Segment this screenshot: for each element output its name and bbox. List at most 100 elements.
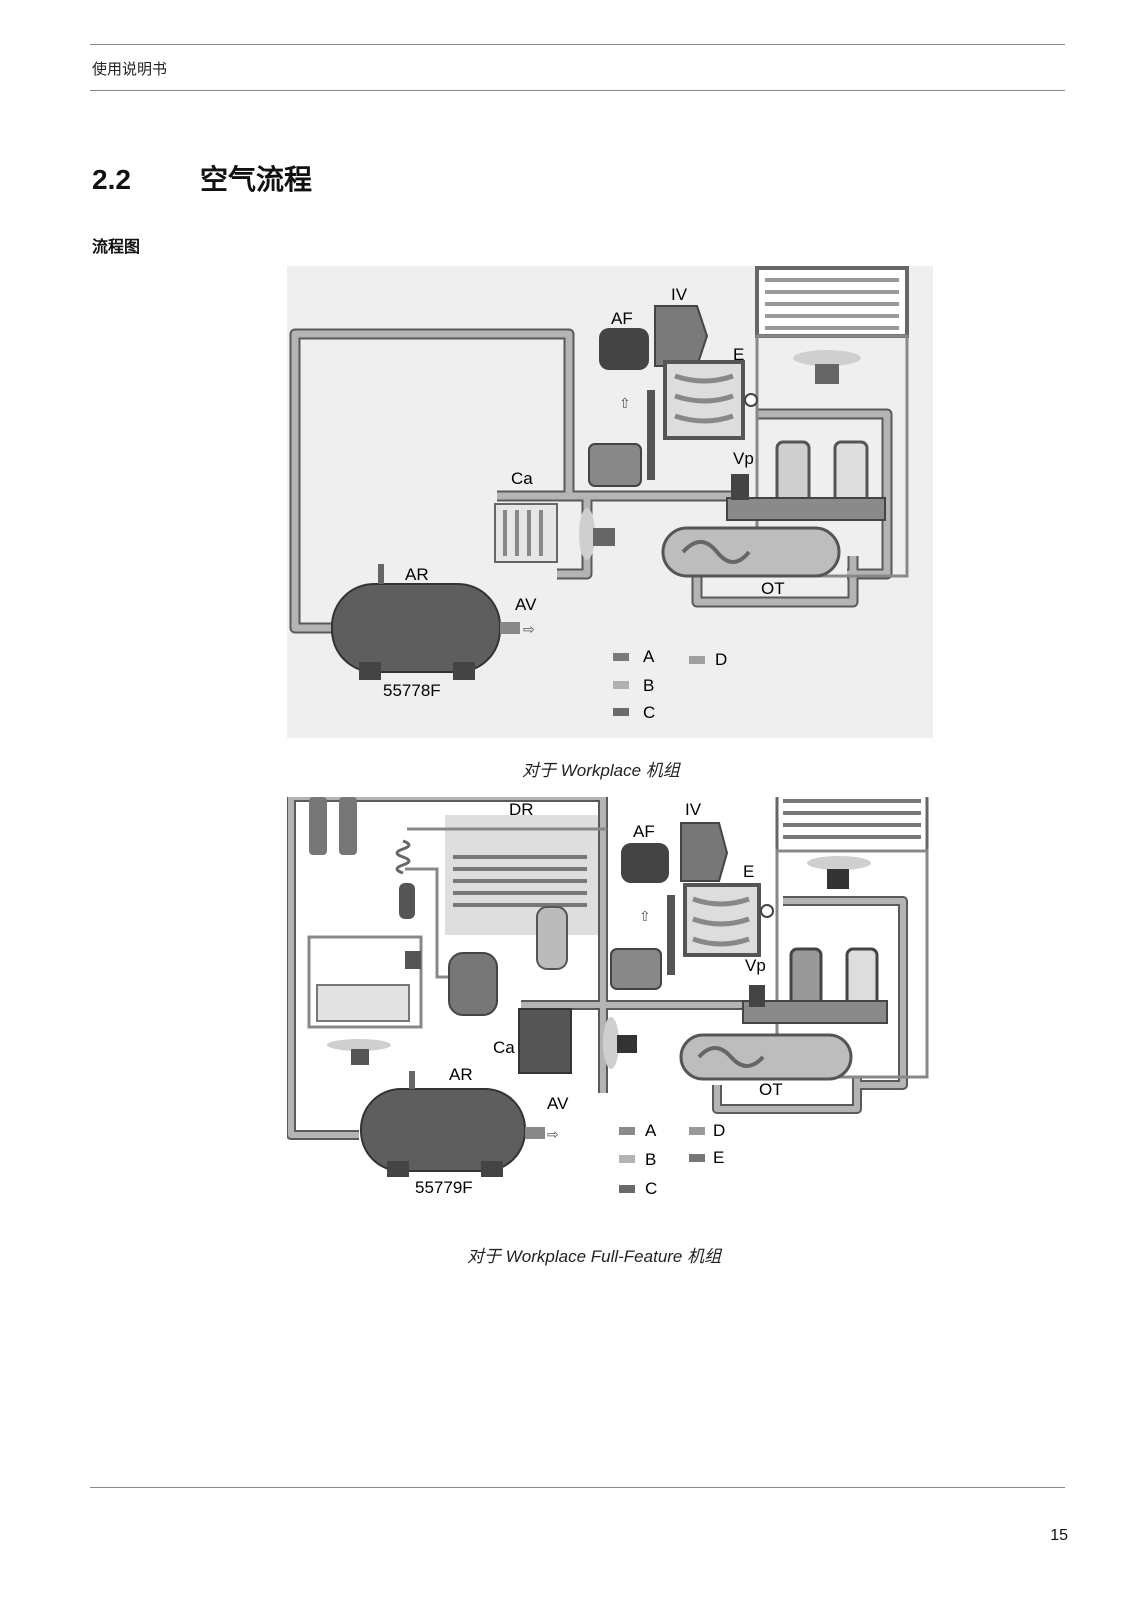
air-outlet-valve-icon <box>525 1127 545 1139</box>
label-ca: Ca <box>493 1038 515 1057</box>
belt-drive-icon <box>667 895 675 975</box>
legend-swatch-b <box>619 1155 635 1163</box>
safety-valve-icon <box>378 564 384 584</box>
tank-foot <box>453 662 475 680</box>
separator-element-icon <box>789 947 823 1007</box>
label-dr: DR <box>509 800 534 819</box>
tank-foot <box>359 662 381 680</box>
flow-diagram-workplace: ⇨ ⇧ AF IV E Vp Ca AR AV OT 55778F A B C … <box>289 266 909 722</box>
flow-diagram-workplace-full-feature: ⇨ ⇧ DR AF IV E Vp Ca AR AV OT 55779F A B… <box>287 797 929 1198</box>
aftercooler-icon <box>518 1008 572 1074</box>
outlet-arrow-icon: ⇨ <box>523 621 535 637</box>
legend-swatch-d <box>689 656 705 664</box>
figure-workplace-full-feature: ⇨ ⇧ DR AF IV E Vp Ca AR AV OT 55779F A B… <box>287 797 959 1227</box>
manual-title: 使用说明书 <box>92 61 168 78</box>
legend-label-d: D <box>713 1121 725 1140</box>
line-filter-icon <box>339 797 357 855</box>
dryer-heat-exchanger <box>453 855 587 907</box>
legend-swatch-b <box>613 681 629 689</box>
legend-label-d: D <box>715 650 727 669</box>
air-filter-icon <box>599 328 649 370</box>
subheading: 流程图 <box>92 239 141 256</box>
figure-workplace: ⇨ ⇧ AF IV E Vp Ca AR AV OT 55778F A B C … <box>287 266 933 738</box>
fan-motor-icon <box>815 364 839 384</box>
separator-manifold <box>742 1000 888 1024</box>
legend-swatch-c <box>619 1185 635 1193</box>
oil-tank-icon <box>679 1033 853 1081</box>
legend-swatch-c <box>613 708 629 716</box>
fan-icon <box>807 856 871 870</box>
label-vp: Vp <box>745 956 766 975</box>
temperature-sensor-icon <box>760 904 774 918</box>
fan-icon <box>793 350 861 366</box>
section-title: 空气流程 <box>200 164 313 195</box>
cooler-fan-icon <box>579 508 595 560</box>
legend: A B C D E <box>619 1121 725 1198</box>
header-rule-top <box>90 44 1065 45</box>
legend-label-c: C <box>645 1179 657 1198</box>
label-af: AF <box>611 309 633 328</box>
label-ot: OT <box>759 1080 783 1099</box>
legend-swatch-a <box>619 1127 635 1135</box>
drawing-number: 55778F <box>383 681 441 700</box>
condensate-separator-icon <box>536 906 568 970</box>
drawing-number: 55779F <box>415 1178 473 1197</box>
separator-manifold <box>726 497 886 521</box>
label-ot: OT <box>761 579 785 598</box>
cooler-fan-icon <box>603 1017 619 1069</box>
minimum-pressure-valve-icon <box>731 474 749 500</box>
temperature-sensor-icon <box>744 393 758 407</box>
fan-motor-icon <box>827 869 849 889</box>
dryer-panel <box>445 815 601 935</box>
label-av: AV <box>547 1094 569 1113</box>
figure2-caption: 对于 Workplace Full-Feature 机组 <box>467 1247 722 1266</box>
intake-arrow-icon: ⇧ <box>639 908 651 924</box>
footer-rule <box>90 1487 1065 1488</box>
condenser-fan-icon <box>327 1039 391 1051</box>
tank-foot <box>387 1161 409 1177</box>
separator-element-icon <box>845 947 879 1007</box>
dryer-filter-icon <box>399 883 415 919</box>
intake-valve-icon <box>654 305 709 367</box>
legend-label-c: C <box>643 703 655 722</box>
cooler-fan-motor-icon <box>593 528 615 546</box>
label-vp: Vp <box>733 449 754 468</box>
figure1-caption: 对于 Workplace 机组 <box>522 761 680 780</box>
expansion-valve-icon <box>405 951 421 969</box>
header-rule-bottom <box>90 90 1065 91</box>
tank-foot <box>481 1161 503 1177</box>
line-filter-icon <box>309 797 327 855</box>
label-ar: AR <box>449 1065 473 1084</box>
label-ca: Ca <box>511 469 533 488</box>
legend-label-b: B <box>645 1150 656 1169</box>
oil-tank-icon <box>661 526 841 578</box>
label-af: AF <box>633 822 655 841</box>
air-receiver-tank-icon <box>331 583 501 673</box>
separator-element-icon <box>775 440 811 506</box>
label-iv: IV <box>685 800 702 819</box>
outlet-arrow-icon: ⇨ <box>547 1126 559 1142</box>
page-number: 15 <box>1050 1527 1068 1544</box>
legend-label-e: E <box>713 1148 724 1167</box>
label-e: E <box>733 345 744 364</box>
legend-swatch-e <box>689 1154 705 1162</box>
oil-cooler-radiator <box>775 797 929 1079</box>
safety-valve-icon <box>409 1071 415 1089</box>
cooler-fan-motor-icon <box>617 1035 637 1053</box>
intake-valve-icon <box>680 822 729 882</box>
legend-label-b: B <box>643 676 654 695</box>
refrigerant-compressor-icon <box>448 952 498 1016</box>
legend-label-a: A <box>643 647 655 666</box>
air-filter-icon <box>621 843 669 883</box>
belt-drive-icon <box>647 390 655 480</box>
oil-cooler-radiator <box>755 266 909 578</box>
air-receiver-tank-icon <box>360 1088 526 1172</box>
minimum-pressure-valve-icon <box>749 985 765 1007</box>
legend-swatch-a <box>613 653 629 661</box>
legend: A B C D <box>613 647 727 722</box>
separator-element-icon <box>833 440 869 506</box>
air-outlet-valve-icon <box>500 622 520 634</box>
legend-label-a: A <box>645 1121 657 1140</box>
label-ar: AR <box>405 565 429 584</box>
